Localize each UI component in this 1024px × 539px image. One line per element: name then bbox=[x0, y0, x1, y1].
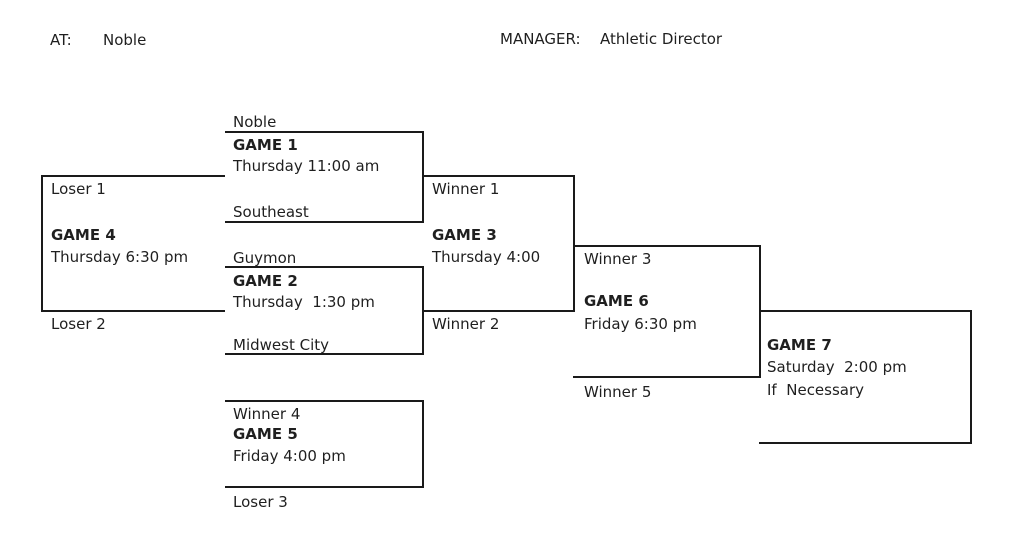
manager-value: Athletic Director bbox=[600, 30, 723, 48]
game2-title: GAME 2 bbox=[233, 272, 298, 290]
game7-title: GAME 7 bbox=[767, 336, 832, 354]
game1-time: Thursday 11:00 am bbox=[233, 157, 380, 175]
game2-time: Thursday 1:30 pm bbox=[233, 293, 375, 311]
game3-top-line bbox=[422, 175, 575, 177]
manager-label: MANAGER: bbox=[500, 30, 581, 48]
game3-time: Thursday 4:00 bbox=[432, 248, 541, 266]
game5-time: Friday 4:00 pm bbox=[233, 447, 346, 465]
game6-top-team: Winner 3 bbox=[584, 250, 652, 268]
game4-title: GAME 4 bbox=[51, 226, 116, 244]
game4-left-line bbox=[41, 175, 43, 312]
game1-bottom-team: Southeast bbox=[233, 203, 309, 221]
game7-bottom-line bbox=[759, 442, 972, 444]
game1-title: GAME 1 bbox=[233, 136, 298, 154]
game5-bottom-team: Loser 3 bbox=[233, 493, 288, 511]
game3-bottom-team: Winner 2 bbox=[432, 315, 500, 333]
game1-top-line bbox=[225, 131, 424, 133]
game4-top-team: Loser 1 bbox=[51, 180, 106, 198]
game5-title: GAME 5 bbox=[233, 425, 298, 443]
game2-top-team: Guymon bbox=[233, 249, 297, 267]
game7-right-line bbox=[970, 310, 972, 444]
game4-top-line bbox=[41, 175, 225, 177]
game7-note: If Necessary bbox=[767, 381, 865, 399]
at-label: AT: bbox=[50, 31, 72, 49]
game7-time: Saturday 2:00 pm bbox=[767, 358, 907, 376]
game3-top-team: Winner 1 bbox=[432, 180, 500, 198]
game5-top-line bbox=[225, 400, 424, 402]
game6-title: GAME 6 bbox=[584, 292, 649, 310]
game4-time: Thursday 6:30 pm bbox=[51, 248, 189, 266]
game6-bottom-line bbox=[573, 376, 761, 378]
game1-top-team: Noble bbox=[233, 113, 277, 131]
game3-right-line bbox=[573, 175, 575, 312]
game2-top-line bbox=[225, 266, 424, 268]
game4-bottom-team: Loser 2 bbox=[51, 315, 106, 333]
game3-title: GAME 3 bbox=[432, 226, 497, 244]
game7-top-line bbox=[759, 310, 972, 312]
game5-right-line bbox=[422, 400, 424, 488]
game6-bottom-team: Winner 5 bbox=[584, 383, 652, 401]
game5-top-team: Winner 4 bbox=[233, 405, 301, 423]
game2-bottom-line bbox=[225, 353, 424, 355]
game6-time: Friday 6:30 pm bbox=[584, 315, 697, 333]
at-value: Noble bbox=[103, 31, 147, 49]
game2-bottom-team: Midwest City bbox=[233, 336, 329, 354]
game4-bottom-line bbox=[41, 310, 225, 312]
game1-bottom-line bbox=[225, 221, 424, 223]
game5-bottom-line bbox=[225, 486, 424, 488]
game6-top-line bbox=[573, 245, 761, 247]
game3-bottom-line bbox=[422, 310, 575, 312]
game1-right-line bbox=[422, 131, 424, 223]
